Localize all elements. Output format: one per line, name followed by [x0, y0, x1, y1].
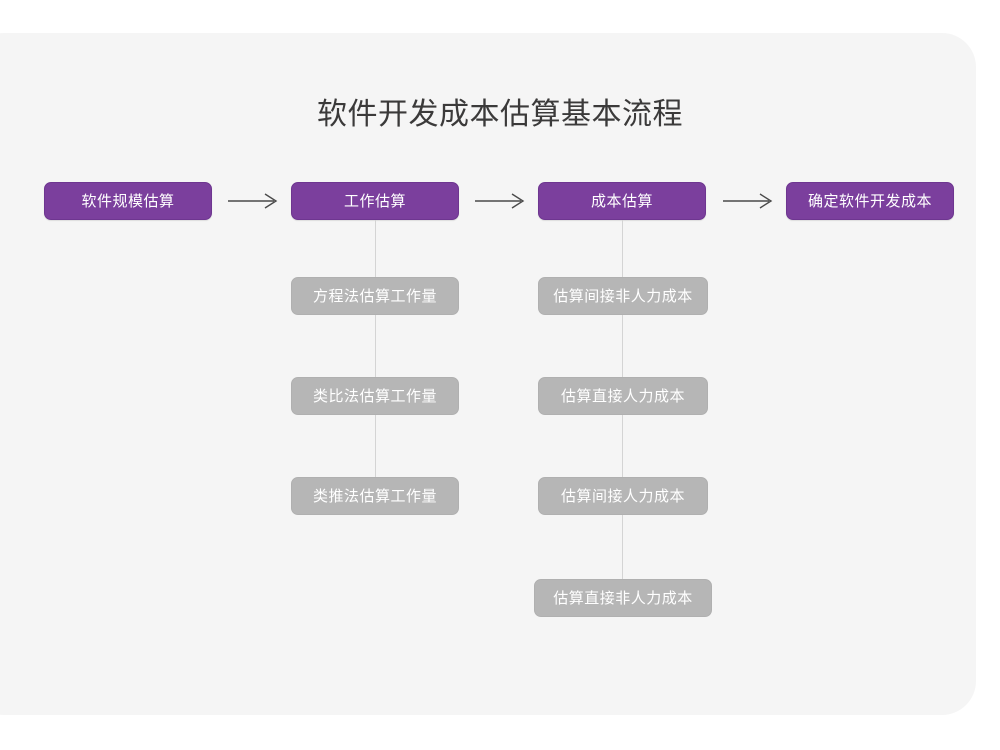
arrow-right-icon-2 [473, 190, 529, 212]
diagram-card-background [0, 33, 976, 715]
diagram-title: 软件开发成本估算基本流程 [317, 98, 683, 131]
node-software-scale-estimation[interactable]: 软件规模估算 [44, 182, 212, 220]
node-effort-estimation[interactable]: 工作估算 [291, 182, 459, 220]
connector-line-effort-1 [375, 220, 376, 278]
connector-line-effort-3 [375, 415, 376, 478]
node-cost-estimation[interactable]: 成本估算 [538, 182, 706, 220]
node-indirect-labor-cost[interactable]: 估算间接人力成本 [538, 477, 708, 515]
node-inference-method-effort[interactable]: 类推法估算工作量 [291, 477, 459, 515]
connector-line-cost-2 [622, 315, 623, 378]
arrow-right-icon-3 [721, 190, 777, 212]
node-equation-method-effort[interactable]: 方程法估算工作量 [291, 277, 459, 315]
arrow-right-icon-1 [226, 190, 282, 212]
connector-line-cost-3 [622, 415, 623, 478]
connector-line-effort-2 [375, 315, 376, 378]
connector-line-cost-4 [622, 515, 623, 580]
node-determine-development-cost[interactable]: 确定软件开发成本 [786, 182, 954, 220]
node-analogy-method-effort[interactable]: 类比法估算工作量 [291, 377, 459, 415]
node-direct-nonlabor-cost[interactable]: 估算直接非人力成本 [534, 579, 712, 617]
node-indirect-nonlabor-cost[interactable]: 估算间接非人力成本 [538, 277, 708, 315]
node-direct-labor-cost[interactable]: 估算直接人力成本 [538, 377, 708, 415]
connector-line-cost-1 [622, 220, 623, 278]
